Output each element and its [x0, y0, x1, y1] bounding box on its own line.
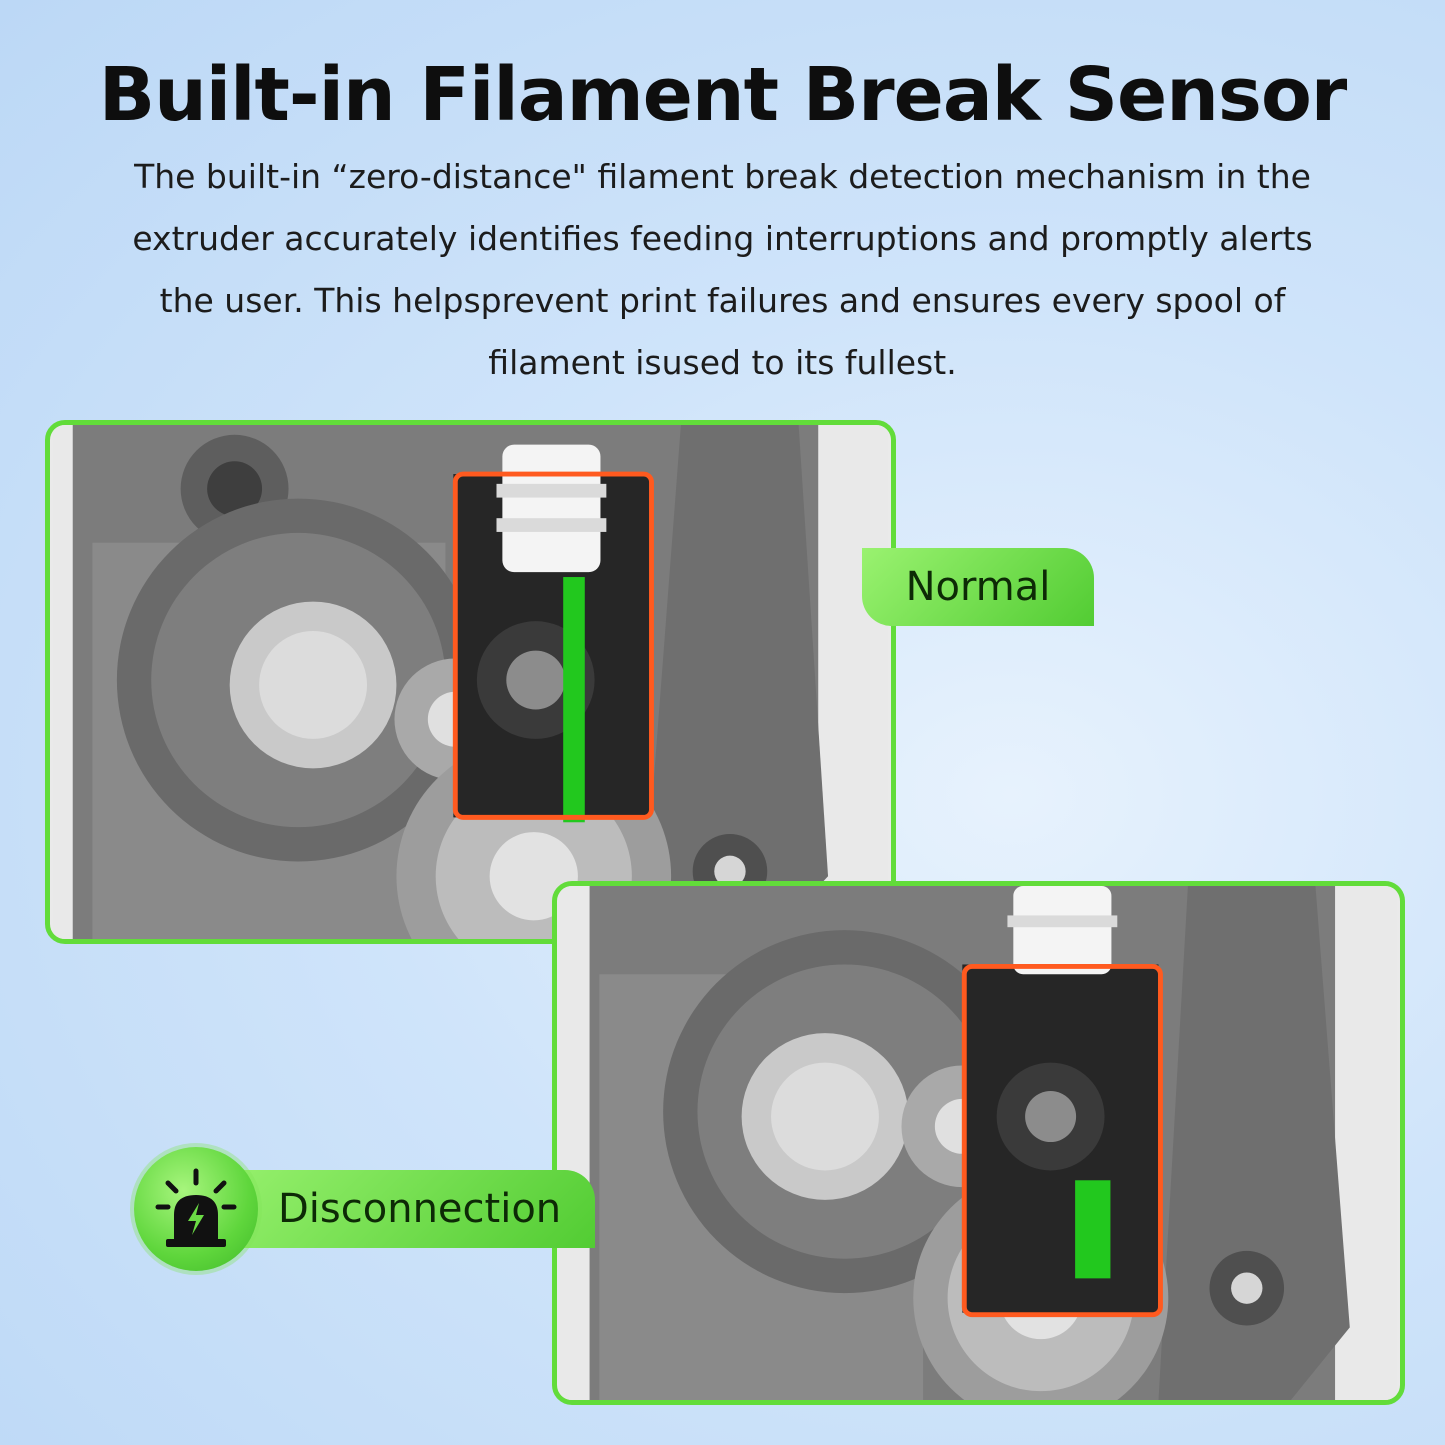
page-description: The built-in “zero-distance" filament br…	[132, 157, 1313, 382]
normal-label-text: Normal	[905, 564, 1051, 610]
disconnection-label-text: Disconnection	[278, 1186, 562, 1232]
page-title: Built-in Filament Break Sensor	[98, 52, 1348, 138]
normal-state-illustration	[45, 420, 896, 944]
alarm-light-icon	[134, 1147, 258, 1271]
sensor-highlight-box	[961, 963, 1163, 1318]
normal-state-label: Normal	[862, 548, 1094, 626]
extruder-normal-image	[53, 425, 888, 939]
disconnection-state-illustration	[552, 881, 1405, 1405]
extruder-disconnection-image	[560, 886, 1397, 1400]
sensor-highlight-box	[452, 471, 654, 820]
disconnection-state-label: Disconnection	[200, 1170, 595, 1248]
